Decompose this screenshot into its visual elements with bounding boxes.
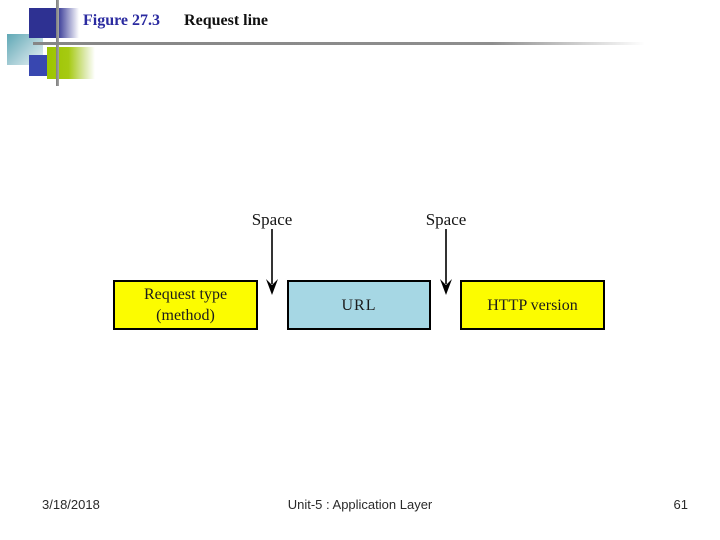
- footer-page-number: 61: [673, 497, 688, 512]
- url-box: URL: [287, 280, 431, 330]
- http-version-box: HTTP version: [460, 280, 605, 330]
- url-box-label: URL: [341, 296, 377, 314]
- figure-number-label: Figure 27.3: [83, 12, 161, 29]
- space-label-right: Space: [425, 210, 467, 229]
- logo-green-square: [47, 47, 95, 79]
- space-label-left: Space: [251, 210, 293, 229]
- request-type-box: Request type (method): [113, 280, 258, 330]
- figure-name-label: Request line: [184, 12, 269, 29]
- http-version-box-label: HTTP version: [487, 296, 578, 314]
- title-divider-line: [33, 42, 645, 45]
- slide-title: Figure 27.3 Request line: [83, 12, 268, 30]
- request-type-box-line2: (method): [156, 307, 215, 324]
- space-arrow-down-right-icon: [440, 229, 452, 295]
- logo-navy-square-fade: [57, 8, 79, 38]
- footer-date: 3/18/2018: [42, 497, 100, 512]
- logo-navy-square: [29, 8, 57, 38]
- footer-unit-label: Unit-5 : Application Layer: [287, 497, 433, 512]
- space-arrow-down-left-icon: [266, 229, 278, 295]
- request-type-box-line1: Request type: [143, 286, 228, 303]
